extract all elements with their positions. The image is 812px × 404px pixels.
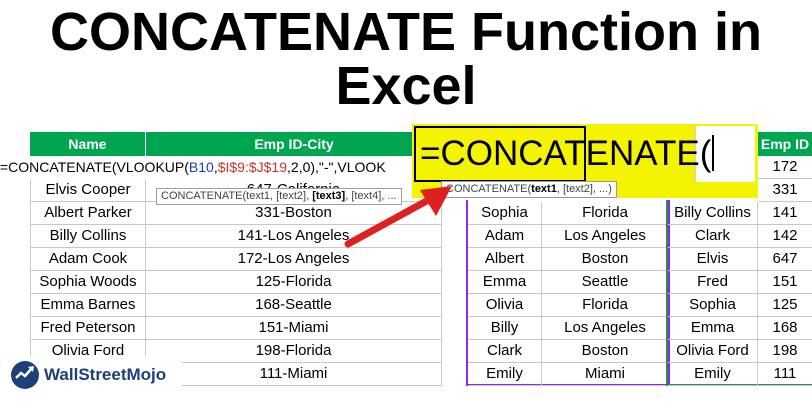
table-row-emp-city[interactable]: 198-Florida [146,340,442,363]
zoom-tooltip-fn: CONCATENATE( [446,183,532,195]
city-row-city[interactable]: Los Angeles [542,225,668,248]
city-row-city[interactable]: Florida [542,294,668,317]
zoom-formula-label: =CONCATENATE( [420,134,712,173]
id-row-name[interactable]: Olivia Ford [668,340,758,363]
id-row-name[interactable]: Clark [668,225,758,248]
table-row-name[interactable]: Albert Parker [30,202,146,225]
formula-cell[interactable]: =CONCATENATE(VLOOKUP(B10,$I$9:$J$19,2,0)… [0,156,412,179]
city-row-city[interactable]: Los Angeles [542,317,668,340]
city-row-name[interactable]: Adam [468,225,542,248]
city-row-name[interactable]: Albert [468,248,542,271]
table-row-emp-city[interactable]: 151-Miami [146,317,442,340]
id-row-id[interactable]: 151 [758,271,812,294]
header-name[interactable]: Name [30,132,145,156]
red-arrow-icon [344,186,452,248]
page-title-line2: Excel [335,56,477,116]
table-row-name[interactable]: Billy Collins [30,225,146,248]
header-emp-city[interactable]: Emp ID-City [146,132,442,156]
formula-part1: =CONCATENATE(VLOOKUP( [0,159,189,175]
emp-id-top[interactable]: 172 [758,156,812,179]
zoom-next-cell [695,126,755,182]
formula-part3: ,2,0),"-",VLOOK [287,159,386,175]
page-title-line1: CONCATENATE Function in [50,2,762,62]
city-row-city[interactable]: Florida [542,202,668,225]
function-tooltip: CONCATENATE(text1, [text2], [text3], [te… [156,188,402,205]
formula-ref1: B10 [188,159,214,175]
header-emp-id[interactable]: Emp ID [758,132,812,156]
city-row-name[interactable]: Emily [468,363,542,386]
table-row-name[interactable]: Sophia Woods [30,271,146,294]
logo-text: WallStreetMojo [44,365,167,384]
id-row-id[interactable]: 142 [758,225,812,248]
table-row-name[interactable]: Emma Barnes [30,294,146,317]
zoom-tooltip-active-arg: text1 [531,183,557,195]
city-row-name[interactable]: Clark [468,340,542,363]
logo: WallStreetMojo [6,356,182,394]
city-row-name[interactable]: Emma [468,271,542,294]
table-row-emp-city[interactable]: 172-Los Angeles [146,248,442,271]
table-row-name[interactable]: Adam Cook [30,248,146,271]
id-row-id[interactable]: 647 [758,248,812,271]
id-row-name[interactable]: Emily [668,363,758,386]
table-row-emp-city[interactable]: 141-Los Angeles [146,225,442,248]
table-row-emp-city[interactable]: 111-Miami [146,363,442,386]
id-row-name[interactable]: Elvis [668,248,758,271]
id-row-name[interactable]: Billy Collins [668,202,758,225]
id-row-id[interactable]: 168 [758,317,812,340]
wallstreetmojo-logo-icon [11,361,39,389]
city-row-city[interactable]: Seattle [542,271,668,294]
zoom-function-tooltip: CONCATENATE(text1, [text2], ...) [441,181,617,198]
tooltip-rest: , [text4], ... [345,190,397,202]
city-row-name[interactable]: Billy [468,317,542,340]
id-row-name[interactable]: Sophia [668,294,758,317]
table-row-emp-city[interactable]: 168-Seattle [146,294,442,317]
tooltip-fn: CONCATENATE( [161,190,247,202]
city-row-name[interactable]: Sophia [468,202,542,225]
id-row-id[interactable]: 111 [758,363,812,386]
formula-ref2: $I$9:$J$19 [217,159,288,175]
id-row-name[interactable]: Fred [668,271,758,294]
table-row-emp-city[interactable]: 125-Florida [146,271,442,294]
table-row-name[interactable]: Fred Peterson [30,317,146,340]
zoom-tooltip-rest: , [text2], ...) [556,183,612,195]
table-row-emp-city[interactable]: 331-Boston [146,202,442,225]
id-row-id[interactable]: 141 [758,202,812,225]
table-row-name[interactable]: Elvis Cooper [30,179,146,202]
tooltip-args: text1, [text2], [246,190,313,202]
tooltip-active-arg: [text3] [312,190,346,202]
city-row-city[interactable]: Boston [542,248,668,271]
id-row-id[interactable]: 198 [758,340,812,363]
zoom-formula-text: =CONCATENATE( [420,132,715,176]
id-row-name[interactable]: Emma [668,317,758,340]
text-cursor [712,135,715,171]
city-row-city[interactable]: Miami [542,363,668,386]
id-row-id[interactable]: 125 [758,294,812,317]
formula-part2: , [213,159,218,175]
emp-id-second[interactable]: 331 [758,179,812,202]
city-row-city[interactable]: Boston [542,340,668,363]
city-row-name[interactable]: Olivia [468,294,542,317]
